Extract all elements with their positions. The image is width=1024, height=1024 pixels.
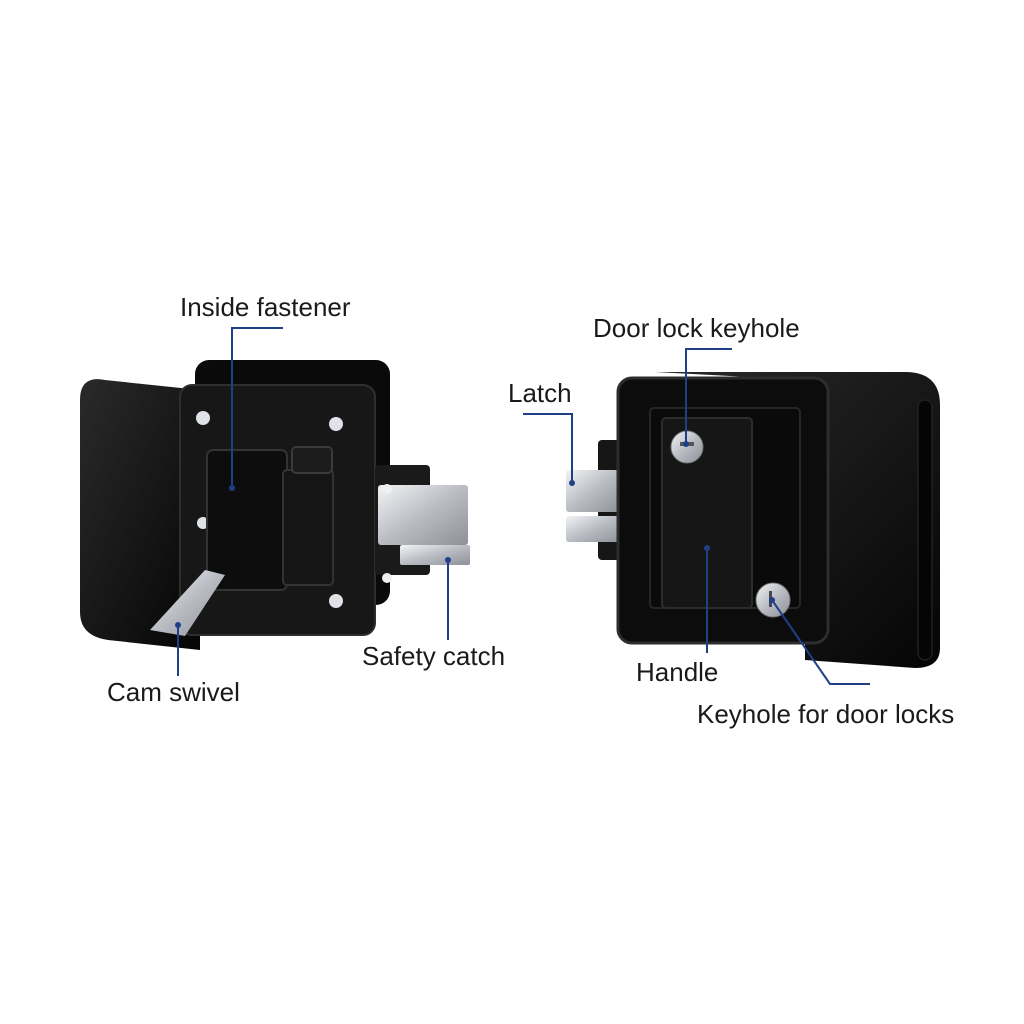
label-door-lock-keyhole: Door lock keyhole — [593, 313, 800, 343]
screw-icon — [196, 411, 210, 425]
screw-icon — [329, 594, 343, 608]
inside-side-grip — [80, 379, 200, 650]
leader-dots — [175, 441, 775, 628]
cam-swivel-shape — [150, 570, 225, 636]
inside-latch-metal — [378, 485, 468, 545]
label-keyhole-for-door-locks: Keyhole for door locks — [697, 699, 955, 729]
inside-safety-catch-metal — [400, 545, 470, 565]
leader-door-lock-keyhole — [685, 348, 732, 444]
leader-keyhole-for-door-locks — [771, 599, 870, 685]
outside-lower-tab-metal — [566, 516, 621, 542]
leader-lines — [177, 327, 870, 685]
outside-lock-unit — [566, 372, 940, 668]
inside-fastener-shape — [206, 449, 288, 591]
inside-fastener-hinge — [282, 469, 334, 586]
label-inside-fastener: Inside fastener — [180, 292, 351, 322]
inside-fastener-cap — [291, 446, 333, 474]
screw-icon — [382, 573, 392, 583]
outside-side-slot — [917, 399, 933, 661]
inside-lock-unit — [80, 360, 470, 650]
screw-icon — [329, 417, 343, 431]
label-cam-swivel: Cam swivel — [107, 677, 240, 707]
outside-side-body — [655, 372, 940, 668]
label-handle: Handle — [636, 657, 719, 687]
screw-icon — [382, 484, 392, 494]
label-latch: Latch — [508, 378, 572, 408]
outside-latch-metal — [566, 470, 621, 512]
label-safety-catch: Safety catch — [362, 641, 506, 671]
leader-latch — [523, 413, 573, 483]
leader-inside-fastener — [231, 327, 283, 488]
